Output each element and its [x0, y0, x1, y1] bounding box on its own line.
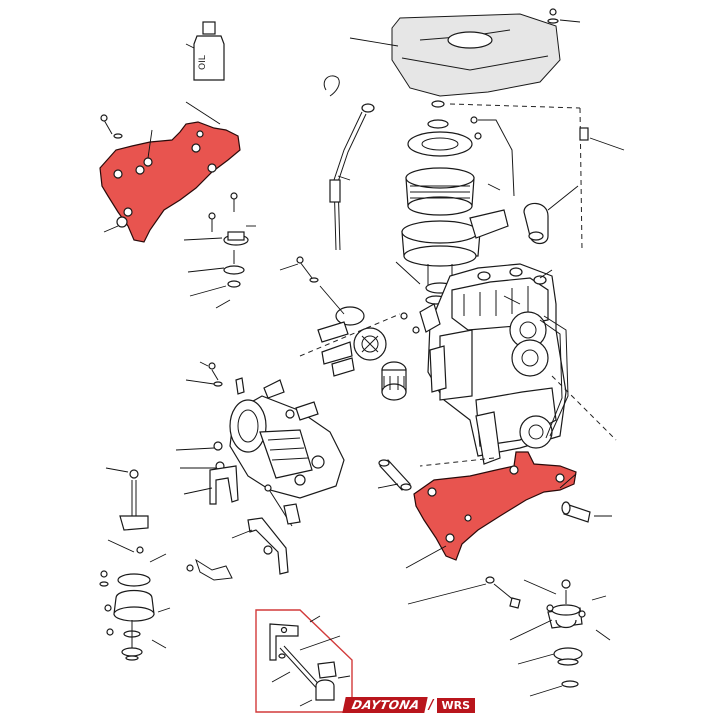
- oil-bottle: OIL: [185, 21, 225, 81]
- right-engine-mount: [509, 579, 611, 697]
- top-mount-hardware: [183, 192, 256, 297]
- gearbox-side-mount: [175, 441, 239, 505]
- lower-bracket-bolt: [405, 473, 612, 569]
- mount-sleeve: [377, 459, 412, 491]
- shift-linkage: [186, 484, 301, 581]
- daytona-wrs-logo: DAYTONA / WRS: [342, 696, 476, 714]
- engine-pipe: [400, 303, 441, 334]
- fuel-filter: [381, 361, 407, 401]
- dipstick: [323, 75, 375, 251]
- hose-clamp: [523, 185, 579, 245]
- lower-engine-bracket: [413, 451, 577, 561]
- oil-bottle-label: OIL: [198, 55, 208, 70]
- upper-engine-bracket: [99, 121, 241, 243]
- logo-brand: DAYTONA: [342, 697, 428, 713]
- long-mount-bolt: [407, 576, 521, 609]
- engine-block: [427, 263, 569, 465]
- breather-fitting: [579, 127, 625, 151]
- gearbox: [185, 361, 345, 499]
- top-bolt: [547, 8, 581, 24]
- logo-separator: /: [428, 697, 434, 713]
- bracket-bolts-left: [100, 101, 221, 233]
- air-filter-assembly: [395, 100, 515, 305]
- detail-callout-box: [255, 609, 353, 713]
- engine-top-cover: [349, 13, 561, 97]
- left-engine-mount: [99, 467, 171, 661]
- idler-pulley-assembly: [296, 256, 387, 377]
- logo-sub: WRS: [436, 697, 476, 713]
- leader-lines: [215, 175, 521, 309]
